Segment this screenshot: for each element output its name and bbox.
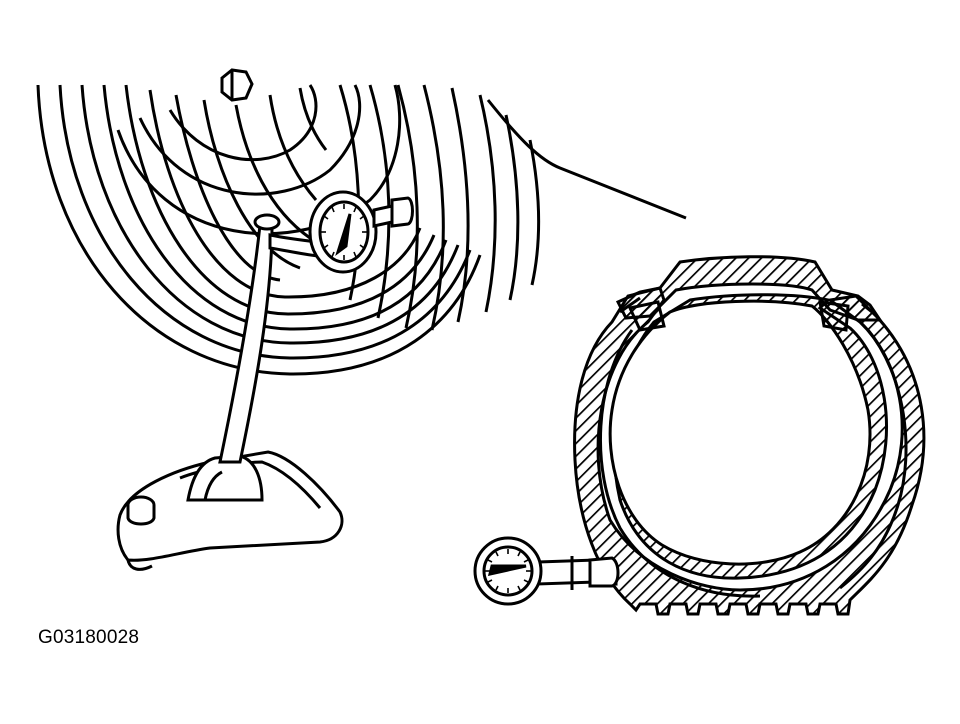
bead-seats — [627, 300, 850, 332]
tread-rib-5 — [450, 87, 470, 323]
tire-sidewall — [36, 84, 541, 376]
indicator-post — [218, 223, 274, 464]
magnetic-base — [116, 450, 344, 562]
tire-contour-9 — [234, 104, 311, 240]
tread-rib-7 — [504, 114, 520, 301]
tire-shoulder-edge — [486, 99, 687, 220]
tread-rib-4 — [422, 84, 445, 331]
gauge-needle — [487, 564, 527, 576]
dial-needle — [335, 213, 352, 257]
casing-ply-lines — [599, 296, 908, 598]
hub-arc-1 — [168, 84, 318, 162]
tire-cross-section — [573, 255, 926, 616]
tread-rib-2 — [368, 84, 391, 319]
hub-arc-2 — [138, 84, 362, 196]
lug-nut-icon — [220, 68, 254, 102]
tire-contour-8 — [202, 99, 301, 270]
pressure-gauge-icon — [473, 536, 620, 606]
tread-rib-6 — [478, 94, 497, 313]
post-cap — [253, 213, 281, 231]
tire-contour-2 — [58, 84, 472, 360]
tire-inner-cavity — [608, 299, 872, 566]
dial-indicator-tool — [116, 190, 414, 571]
tire-contour-11 — [298, 87, 328, 151]
tread-rib-3 — [396, 84, 419, 329]
dial-tick-marks — [321, 204, 367, 260]
dial-stem — [372, 204, 394, 228]
magnetic-base-lower-edge — [126, 559, 153, 571]
tire-contour-6 — [148, 89, 422, 299]
tread-rib-1 — [338, 84, 361, 301]
tire-contour-3 — [80, 84, 460, 345]
gauge-tick-marks — [485, 549, 531, 593]
dial-plunger — [390, 196, 414, 228]
gauge-chuck — [588, 556, 620, 588]
tread-rib-8 — [528, 139, 541, 286]
figure-id-label: G03180028 — [38, 627, 140, 648]
tire-contour-1 — [36, 84, 482, 376]
